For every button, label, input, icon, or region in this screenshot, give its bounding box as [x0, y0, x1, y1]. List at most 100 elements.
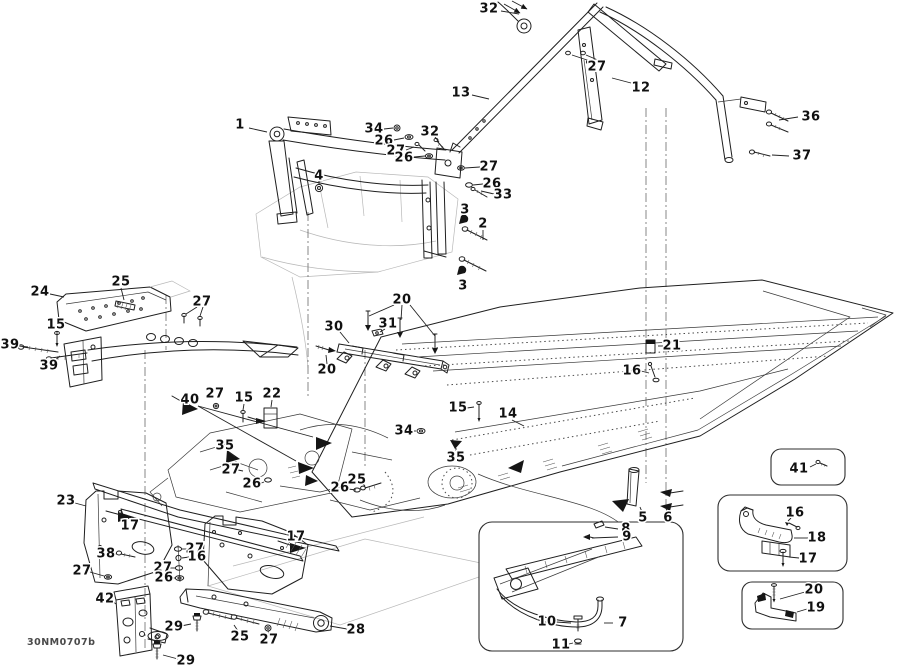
part-callout-12: 12	[631, 81, 650, 96]
part-callout-9: 9	[622, 530, 632, 545]
leader-line	[400, 304, 403, 321]
leader-line	[361, 482, 366, 487]
part-callout-27: 27	[192, 295, 211, 310]
part-callout-17: 17	[120, 519, 139, 534]
part-callout-42: 42	[95, 592, 114, 607]
leader-line	[89, 571, 105, 577]
leader-line	[325, 354, 328, 365]
part-callout-26: 26	[482, 177, 501, 192]
part-callout-27: 27	[221, 463, 240, 478]
leader-line	[611, 77, 632, 84]
leader-line	[120, 287, 125, 301]
leader-line	[405, 146, 415, 151]
small-hardware	[212, 124, 684, 511]
leader-line	[555, 621, 572, 624]
part-callout-36: 36	[801, 110, 820, 125]
part-callout-33: 33	[493, 188, 512, 203]
leader-line	[49, 293, 65, 298]
upper-column-frame	[268, 116, 463, 259]
part-callout-38: 38	[96, 547, 115, 562]
leader-line	[413, 155, 426, 158]
leader-line	[379, 328, 386, 333]
rear-rack-assembly	[449, 1, 767, 163]
part-callout-31: 31	[378, 317, 397, 332]
leader-line	[409, 304, 436, 337]
leader-line	[347, 488, 357, 491]
leader-line	[585, 54, 601, 62]
drawing-code: 30NM0707b	[27, 637, 95, 648]
leader-line	[111, 600, 117, 605]
support-arm-28	[147, 588, 333, 660]
leader-line	[568, 642, 574, 645]
leader-line	[18, 345, 29, 348]
leader-line	[329, 625, 348, 630]
leader-line	[237, 469, 244, 472]
part-callout-26: 26	[154, 571, 173, 586]
leader-line	[162, 654, 179, 660]
leader-line	[796, 608, 808, 613]
part-callout-16: 16	[785, 506, 804, 521]
part-callout-17: 17	[798, 552, 817, 567]
part-callout-41: 41	[789, 462, 808, 477]
leader-line	[511, 419, 525, 427]
leader-line	[197, 405, 314, 438]
part-callout-34: 34	[394, 424, 413, 439]
part-callout-15: 15	[46, 318, 65, 333]
leader-line	[571, 54, 591, 62]
part-callout-32: 32	[420, 125, 439, 140]
part-callout-27: 27	[259, 633, 278, 648]
leader-line	[472, 183, 484, 186]
part-callout-39: 39	[39, 359, 58, 374]
leader-line	[788, 556, 800, 559]
leader-line	[368, 304, 395, 317]
part-callout-26: 26	[330, 481, 349, 496]
part-callout-26: 26	[394, 151, 413, 166]
leader-line	[640, 370, 650, 374]
part-callout-7: 7	[618, 616, 628, 631]
part-callout-3: 3	[460, 203, 470, 218]
leader-line	[199, 306, 204, 317]
rack-hardware	[503, 0, 789, 158]
leader-line	[180, 623, 192, 627]
part-callout-5: 5	[638, 511, 648, 526]
part-callout-11: 11	[551, 638, 570, 653]
inset-hook-box	[717, 494, 848, 572]
part-callout-25: 25	[230, 630, 249, 645]
leader-line	[393, 137, 405, 141]
part-callout-23: 23	[56, 494, 75, 509]
part-callout-22: 22	[262, 387, 281, 402]
leader-line	[242, 403, 245, 411]
part-callout-15: 15	[234, 391, 253, 406]
leader-line	[500, 10, 520, 15]
part-callout-37: 37	[792, 149, 811, 164]
inset-clip-box	[741, 581, 844, 630]
part-callout-27: 27	[386, 144, 405, 159]
part-callout-8: 8	[621, 522, 631, 537]
part-callout-16: 16	[622, 364, 641, 379]
leader-line	[604, 526, 619, 530]
leader-line	[233, 624, 239, 632]
leader-line	[466, 406, 475, 409]
part-callout-34: 34	[364, 122, 383, 137]
part-callout-14: 14	[498, 407, 517, 422]
part-callout-27: 27	[153, 561, 172, 576]
part-callout-15: 15	[448, 401, 467, 416]
inset-bumper-box	[478, 520, 684, 652]
leader-line	[779, 591, 806, 600]
part-callout-20: 20	[804, 583, 823, 598]
part-callout-3: 3	[458, 279, 468, 294]
leader-line	[74, 502, 87, 507]
part-callout-13: 13	[451, 86, 470, 101]
bracket-42	[113, 585, 168, 657]
leader-line	[591, 536, 619, 539]
leader-line	[339, 331, 350, 344]
indicator-arrows	[105, 395, 629, 553]
part-callout-35: 35	[215, 439, 234, 454]
ghost-body-outline	[206, 171, 507, 626]
part-callout-21: 21	[662, 339, 681, 354]
part-callout-19: 19	[806, 601, 825, 616]
leader-line	[197, 405, 297, 462]
